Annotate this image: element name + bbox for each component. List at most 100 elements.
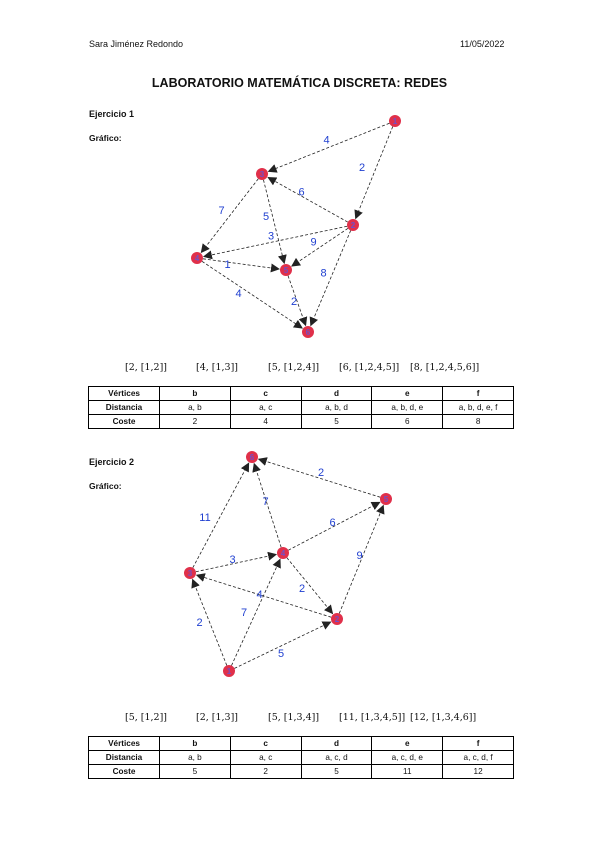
edge-weight-label: 2 xyxy=(291,296,297,308)
result-item: [2, [1,3]] xyxy=(196,712,239,723)
edge-weight-label: 4 xyxy=(323,135,329,147)
table-cell: a, b, d, e xyxy=(371,400,444,415)
graph-edge xyxy=(195,573,332,618)
document-date: 11/05/2022 xyxy=(460,39,505,49)
graph-node-label: 2 xyxy=(351,221,356,230)
graph-node-label: 1 xyxy=(227,667,232,676)
table-cell: a, b xyxy=(159,400,231,415)
edge-weight-label: 3 xyxy=(229,554,235,566)
table-cell: 5 xyxy=(159,764,231,779)
exercise-1-heading: Ejercicio 1 xyxy=(89,109,135,119)
table-cell: 11 xyxy=(371,764,444,779)
table-cell: c xyxy=(229,386,302,401)
result-item: [11, [1,3,4,5]] xyxy=(339,712,406,723)
edge-weight-label: 2 xyxy=(359,162,365,174)
graph-node-label: 4 xyxy=(281,549,286,558)
row-header: Vértices xyxy=(88,386,160,401)
edge-weight-label: 9 xyxy=(310,237,316,249)
exercise-1-graph-label: Gráfico: xyxy=(89,133,122,143)
table-row: Coste 5 2 5 11 12 xyxy=(88,764,514,779)
graph-node xyxy=(331,613,343,625)
table-cell: a, b, d xyxy=(300,400,373,415)
graph-node-label: 3 xyxy=(188,569,193,578)
result-item: [8, [1,2,4,5,6]] xyxy=(410,362,480,373)
graph-edge xyxy=(201,260,303,329)
table-cell: a, c, d, e xyxy=(371,750,444,765)
graph-edge xyxy=(231,558,281,666)
graph-node xyxy=(184,567,196,579)
edge-weight-label: 4 xyxy=(256,589,262,601)
table-cell: d xyxy=(300,736,373,751)
graph-node xyxy=(256,168,268,180)
edge-weight-label: 7 xyxy=(218,205,224,217)
edge-weight-label: 3 xyxy=(268,231,274,243)
author-name: Sara Jiménez Redondo xyxy=(89,39,184,49)
table-row: Vértices b c d e f xyxy=(88,386,514,401)
exercise-2-heading: Ejercicio 2 xyxy=(89,457,135,467)
table-row: Vértices b c d e f xyxy=(88,736,514,751)
edge-weight-label: 2 xyxy=(318,467,324,479)
graph-edge xyxy=(267,122,390,173)
graph-node xyxy=(389,115,401,127)
row-header: Coste xyxy=(88,414,160,429)
edge-weight-label: 5 xyxy=(263,211,269,223)
graph-node xyxy=(277,547,289,559)
graph-node xyxy=(223,665,235,677)
exercise-1-table: Vértices b c d e f Distancia a, b a, c a… xyxy=(88,386,514,429)
edge-weight-label: 11 xyxy=(199,512,210,524)
table-cell: a, c, d xyxy=(300,750,373,765)
graph-node xyxy=(246,451,258,463)
graph-node xyxy=(347,219,359,231)
edge-weight-label: 6 xyxy=(329,517,335,529)
graph-edge xyxy=(263,179,287,265)
table-cell: 4 xyxy=(229,414,302,429)
result-item: [5, [1,2]] xyxy=(125,712,168,723)
graph-edge xyxy=(309,230,352,327)
graph-edge xyxy=(257,457,381,498)
table-row: Coste 2 4 5 6 8 xyxy=(88,414,514,429)
graph-edge xyxy=(200,178,259,254)
graph-edge xyxy=(288,501,381,551)
graph-node-label: 6 xyxy=(250,453,255,462)
result-item: [6, [1,2,4,5]] xyxy=(339,362,400,373)
graph-edge xyxy=(287,275,308,327)
table-cell: a, c xyxy=(229,750,302,765)
result-item: [2, [1,2]] xyxy=(125,362,168,373)
row-header: Distancia xyxy=(88,750,160,765)
result-item: [5, [1,2,4]] xyxy=(268,362,320,373)
table-cell: b xyxy=(159,736,231,751)
graph-node-label: 3 xyxy=(260,170,265,179)
table-cell: 5 xyxy=(300,414,373,429)
graph-node xyxy=(302,326,314,338)
graph-edge xyxy=(338,504,385,614)
table-row: Distancia a, b a, c a, c, d a, c, d, e a… xyxy=(88,750,514,765)
edge-weight-label: 2 xyxy=(196,617,202,629)
graph-node-label: 5 xyxy=(284,266,289,275)
table-cell: a, c xyxy=(229,400,302,415)
table-row: Distancia a, b a, c a, b, d a, b, d, e a… xyxy=(88,400,514,415)
table-cell: f xyxy=(442,736,514,751)
row-header: Distancia xyxy=(88,400,160,415)
graph-node xyxy=(380,493,392,505)
graph-edge xyxy=(191,578,228,666)
graph-node-label: 6 xyxy=(306,328,311,337)
edge-weight-label: 1 xyxy=(224,259,230,271)
result-item: [5, [1,3,4]] xyxy=(268,712,320,723)
graph-edge xyxy=(195,551,278,573)
table-cell: d xyxy=(300,386,373,401)
row-header: Coste xyxy=(88,764,160,779)
edge-weight-label: 2 xyxy=(299,583,305,595)
table-cell: e xyxy=(371,736,444,751)
graph-node-label: 4 xyxy=(195,254,200,263)
edge-weight-label: 4 xyxy=(235,288,241,300)
edge-weight-label: 5 xyxy=(278,648,284,660)
table-cell: 2 xyxy=(159,414,231,429)
graph-node xyxy=(191,252,203,264)
result-item: [4, [1,3]] xyxy=(196,362,239,373)
graph-node xyxy=(280,264,292,276)
table-cell: e xyxy=(371,386,444,401)
table-cell: a, c, d, f xyxy=(442,750,514,765)
graph-node-label: 2 xyxy=(335,615,340,624)
